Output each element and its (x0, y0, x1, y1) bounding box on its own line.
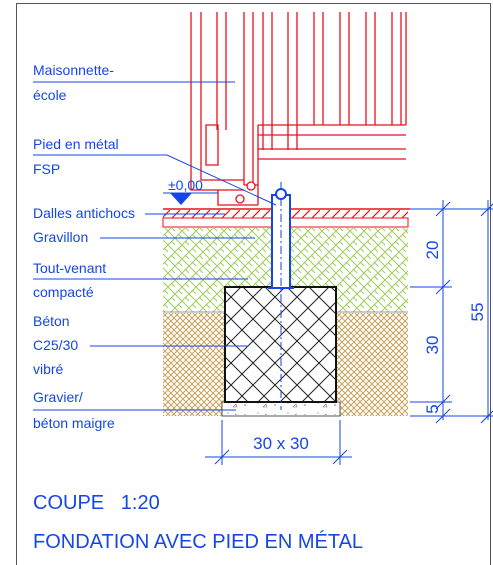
dim-layer1: 20 (423, 241, 442, 260)
vertical-dimensions (410, 200, 493, 424)
label-gravier-2: béton maigre (33, 415, 115, 431)
label-maisonnette-1: Maisonnette- (33, 62, 114, 78)
label-tout-venant-1: Tout-venant (33, 260, 106, 276)
label-pied-1: Pied en métal (33, 136, 119, 152)
level-label: ±0,00 (168, 177, 203, 193)
section-scale-title: COUPE 1:20 (33, 492, 160, 514)
dim-layer2: 30 (423, 336, 442, 355)
label-beton-2: C25/30 (33, 337, 78, 353)
dim-layer3: 5 (423, 404, 442, 413)
dim-total: 55 (468, 303, 487, 322)
level-triangle-icon (170, 193, 192, 205)
label-pied-2: FSP (33, 161, 60, 177)
label-tout-venant-2: compacté (33, 284, 94, 300)
label-dalles: Dalles antichocs (33, 205, 135, 221)
dim-width: 30 x 30 (253, 434, 309, 453)
label-gravillon: Gravillon (33, 229, 88, 245)
page-frame (16, 3, 491, 565)
post-bolt-icon (275, 188, 287, 200)
label-gravier-1: Gravier/ (33, 389, 83, 405)
label-beton-3: vibré (33, 361, 64, 377)
leader-pied (33, 154, 277, 206)
screw-icon (246, 181, 256, 191)
section-main-title: FONDATION AVEC PIED EN MÉTAL (33, 530, 363, 553)
label-maisonnette-2: école (33, 87, 67, 103)
screw-icon (235, 194, 245, 204)
label-beton-1: Béton (33, 313, 70, 329)
horizontal-dimension (205, 420, 352, 465)
playhouse-structure (190, 12, 407, 206)
